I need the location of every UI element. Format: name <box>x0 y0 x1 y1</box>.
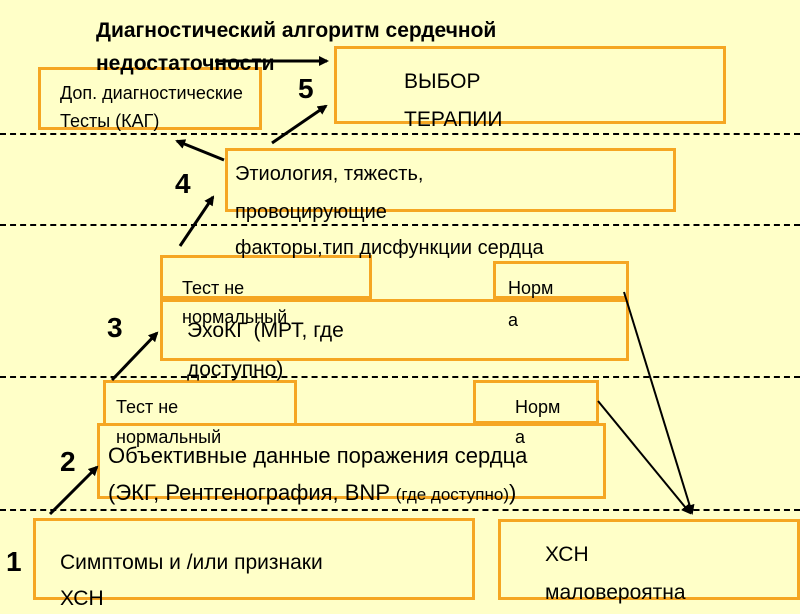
echo-box <box>160 299 629 361</box>
hf-unlikely-box <box>498 519 800 600</box>
norm-upper-line1: Норм <box>508 278 554 298</box>
arrow-norm-lower-to-unlikely <box>597 400 692 515</box>
therapy-label-line1: ВЫБОР <box>404 70 481 93</box>
norm-lower-line2: а <box>515 427 526 447</box>
therapy-label-line2: ТЕРАПИИ <box>404 108 503 131</box>
step-number-1: 1 <box>6 546 22 577</box>
extra-tests-label-line1: Доп. диагностические <box>60 83 243 103</box>
arrow-4-to-extra <box>175 139 225 162</box>
objective-label-line1: Объективные данные поражения сердца <box>108 443 528 468</box>
etiology-label-line3: факторы,тип дисфункции сердца <box>235 237 544 259</box>
test-abnormal-lower-line1: Тест не <box>116 397 179 417</box>
arrow-1-to-2 <box>48 465 99 516</box>
test-abnormal-upper-line2: нормальный <box>182 307 288 327</box>
etiology-box <box>225 148 676 212</box>
objective-label-line2-main: (ЭКГ, Рентгенография, BNP <box>108 480 396 505</box>
arrow-4-to-5 <box>271 104 328 145</box>
norm-upper-box <box>493 261 629 299</box>
extra-tests-label-line2: Тесты (КАГ) <box>60 111 160 131</box>
separator-line <box>0 509 800 511</box>
test-abnormal-upper-line1: Тест не <box>182 278 245 298</box>
etiology-label-line2: провоцирующие <box>235 201 387 223</box>
hf-unlikely-label-line2: маловероятна <box>545 581 686 604</box>
symptoms-label-line2: ХСН <box>60 587 104 610</box>
separator-line <box>0 376 800 378</box>
separator-line <box>0 133 800 135</box>
objective-label-line2: (ЭКГ, Рентгенография, BNP (где доступно)… <box>108 480 517 505</box>
echo-label-line2: доступно) <box>187 358 284 381</box>
test-abnormal-lower-line2: нормальный <box>116 427 222 447</box>
symptoms-box <box>33 518 475 600</box>
echo-label-line1: ЭхоКГ (МРТ, где <box>187 319 344 342</box>
step-number-2: 2 <box>60 446 76 477</box>
arrow-2-to-3 <box>110 331 159 382</box>
symptoms-label-line1: Симптомы и /или признаки <box>60 551 323 574</box>
norm-upper-line2: а <box>508 310 519 330</box>
norm-lower-line1: Норм <box>515 397 561 417</box>
step-number-3: 3 <box>107 312 123 343</box>
hf-unlikely-label-line1: ХСН <box>545 543 589 566</box>
arrows-layer <box>48 56 695 516</box>
objective-box <box>97 423 606 499</box>
etiology-label-line1: Этиология, тяжесть, <box>235 163 424 185</box>
norm-lower-box <box>473 380 599 424</box>
test-abnormal-upper-box <box>160 255 372 299</box>
page-title: Диагностический алгоритм сердечной недос… <box>96 19 497 75</box>
separator-line <box>0 224 800 226</box>
therapy-box <box>334 46 726 124</box>
step-number-5: 5 <box>298 73 314 104</box>
arrow-norm-upper-to-unlikely <box>623 291 695 515</box>
step-number-4: 4 <box>175 168 191 199</box>
arrow-3-to-4 <box>178 195 215 247</box>
objective-label-line2-note: (где доступно) <box>395 485 509 504</box>
extra-tests-box <box>38 67 262 130</box>
